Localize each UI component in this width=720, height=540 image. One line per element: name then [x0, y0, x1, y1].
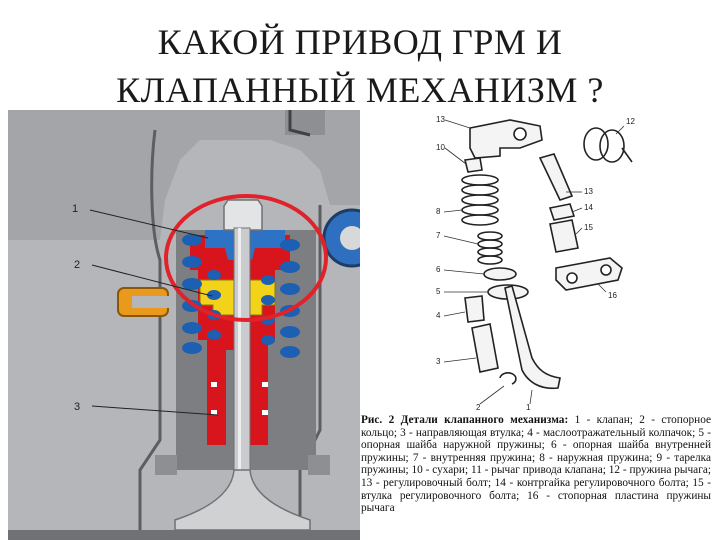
callout-line-2: [91, 264, 213, 297]
callout-label-3: 3: [74, 401, 80, 413]
lever-spring: [583, 127, 633, 163]
callout-label-2: 2: [74, 259, 80, 271]
figure-caption: Рис. 2 Детали клапанного механизма: 1 - …: [361, 414, 711, 515]
retaining-ring: [499, 372, 517, 385]
guide-mark: [262, 382, 268, 387]
callout-label-1: 1: [72, 203, 78, 215]
lock-nut: [548, 203, 576, 221]
part-label-13: 13: [584, 187, 593, 196]
rocker-arm-pivot: [513, 127, 527, 141]
caption-lead: Рис. 2 Детали клапанного механизма:: [361, 414, 569, 426]
guide-mark: [211, 382, 217, 387]
callout-line-3: [91, 405, 219, 416]
guide-mark: [211, 410, 217, 415]
adjusting-bolt-bushing: [549, 219, 579, 253]
valve-seat-left: [155, 455, 177, 475]
valve-parts-exploded-drawing: 13 10 8 7 6 5 4 3 2 1 12 13 14 15 16: [360, 108, 720, 413]
part-label-16: 16: [608, 291, 617, 300]
part-label-1: 1: [526, 403, 531, 412]
part-label-8: 8: [436, 207, 441, 216]
callout-strip: [0, 110, 8, 540]
part-label-4: 4: [436, 311, 441, 320]
callout-line-1: [89, 209, 209, 239]
slide-title-line-2: КЛАПАННЫЙ МЕХАНИЗМ ?: [116, 70, 604, 110]
valve-stem-shine: [238, 228, 241, 478]
guide-mark: [262, 410, 268, 415]
valve-cap: [223, 199, 263, 231]
highlight-ring: [164, 194, 328, 322]
inner-spring-part: [477, 231, 503, 265]
camshaft-core: [340, 226, 360, 250]
part-label-7: 7: [436, 231, 441, 240]
part-label-2: 2: [476, 403, 481, 412]
part-label-5: 5: [436, 287, 441, 296]
outer-spring-part: [461, 174, 499, 226]
adjusting-bolt: [538, 153, 574, 201]
oil-channel-inner: [132, 296, 172, 308]
part-label-15: 15: [584, 223, 593, 232]
valve-stem: [233, 227, 251, 479]
slide-title: КАКОЙ ПРИВОД ГРМ И КЛАПАННЫЙ МЕХАНИЗМ ?: [0, 18, 720, 114]
valve-seat-right: [308, 455, 330, 475]
valve-cotter: [464, 157, 483, 173]
valve-cutaway-illustration: 1 2 3: [0, 110, 360, 540]
oil-deflector-cap: [464, 295, 485, 323]
valve-part: [504, 285, 561, 390]
part-label-12: 12: [626, 117, 635, 126]
slide-title-line-1: КАКОЙ ПРИВОД ГРМ И: [157, 22, 563, 62]
combustion-face: [0, 530, 360, 540]
part-label-10: 10: [436, 143, 445, 152]
caption-body: 1 - клапан; 2 - стопорное кольцо; 3 - на…: [361, 414, 711, 515]
part-label-11: 13: [436, 115, 445, 124]
part-label-3: 3: [436, 357, 441, 366]
part-label-14: 14: [584, 203, 593, 212]
part-label-6: 6: [436, 265, 441, 274]
cylinder-head-upper: [0, 110, 360, 240]
rocker-stub-edge: [288, 110, 311, 137]
inner-spring-washer: [483, 267, 517, 281]
guide-bushing: [471, 323, 499, 373]
